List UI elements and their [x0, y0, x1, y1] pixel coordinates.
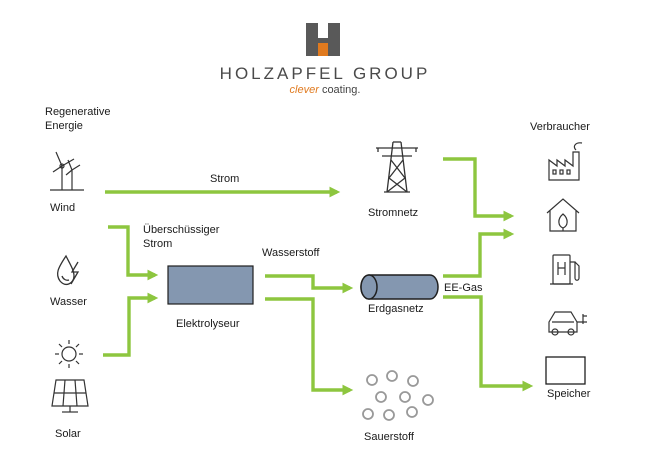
arrow-erdgasnetz-to-speicher — [443, 295, 534, 392]
label-surplus-2: Strom — [143, 238, 173, 250]
flow-arrows — [103, 157, 534, 396]
tagline-accent: clever — [289, 84, 319, 96]
electrolyser-box — [167, 265, 254, 305]
label-regenerative: Regenerative — [45, 106, 111, 118]
sun-icon — [55, 340, 83, 368]
label-surplus-1: Überschüssiger — [143, 224, 220, 236]
arrow-hydrogen-to-erdgasnetz — [265, 274, 354, 294]
oxygen-bubbles-icon — [362, 370, 434, 421]
brand-name: HOLZAPFEL GROUP — [219, 64, 431, 83]
label-energie: Energie — [45, 120, 83, 132]
storage-box — [545, 356, 586, 385]
arrow-solar-to-electrolyser — [103, 292, 159, 357]
label-strom: Strom — [210, 173, 240, 185]
label-verbraucher: Verbraucher — [530, 121, 590, 133]
wind-turbine-icon — [50, 151, 84, 191]
label-wasser: Wasser — [50, 296, 87, 308]
label-solar: Solar — [55, 428, 81, 440]
label-ee-gas: EE-Gas — [444, 282, 483, 294]
label-stromnetz: Stromnetz — [368, 207, 419, 219]
house-icon — [546, 198, 580, 232]
factory-icon — [548, 142, 583, 181]
water-drop-icon — [56, 254, 80, 285]
arrow-stromnetz-to-consumers — [443, 157, 515, 222]
power-tower-icon — [376, 141, 418, 193]
arrow-surplus-to-electrolyser — [108, 225, 159, 281]
solar-panel-icon — [51, 379, 89, 413]
label-sauerstoff: Sauerstoff — [364, 431, 414, 443]
brand-tagline: clever coating. — [0, 84, 650, 96]
tagline-rest: coating. — [321, 84, 361, 96]
holzapfel-logo-icon — [306, 23, 340, 56]
hydrogen-station-icon — [550, 254, 580, 285]
label-wind: Wind — [50, 202, 76, 214]
label-erdgasnetz: Erdgasnetz — [368, 303, 424, 315]
label-wasserstoff: Wasserstoff — [262, 247, 320, 259]
label-speicher: Speicher — [547, 388, 591, 400]
arrow-ee-gas-to-consumers — [443, 228, 515, 278]
label-elektrolyseur: Elektrolyseur — [176, 318, 240, 330]
electric-car-icon — [548, 311, 587, 336]
arrow-electrolyser-to-sauerstoff — [265, 297, 354, 396]
gas-pipe-icon — [360, 274, 439, 300]
